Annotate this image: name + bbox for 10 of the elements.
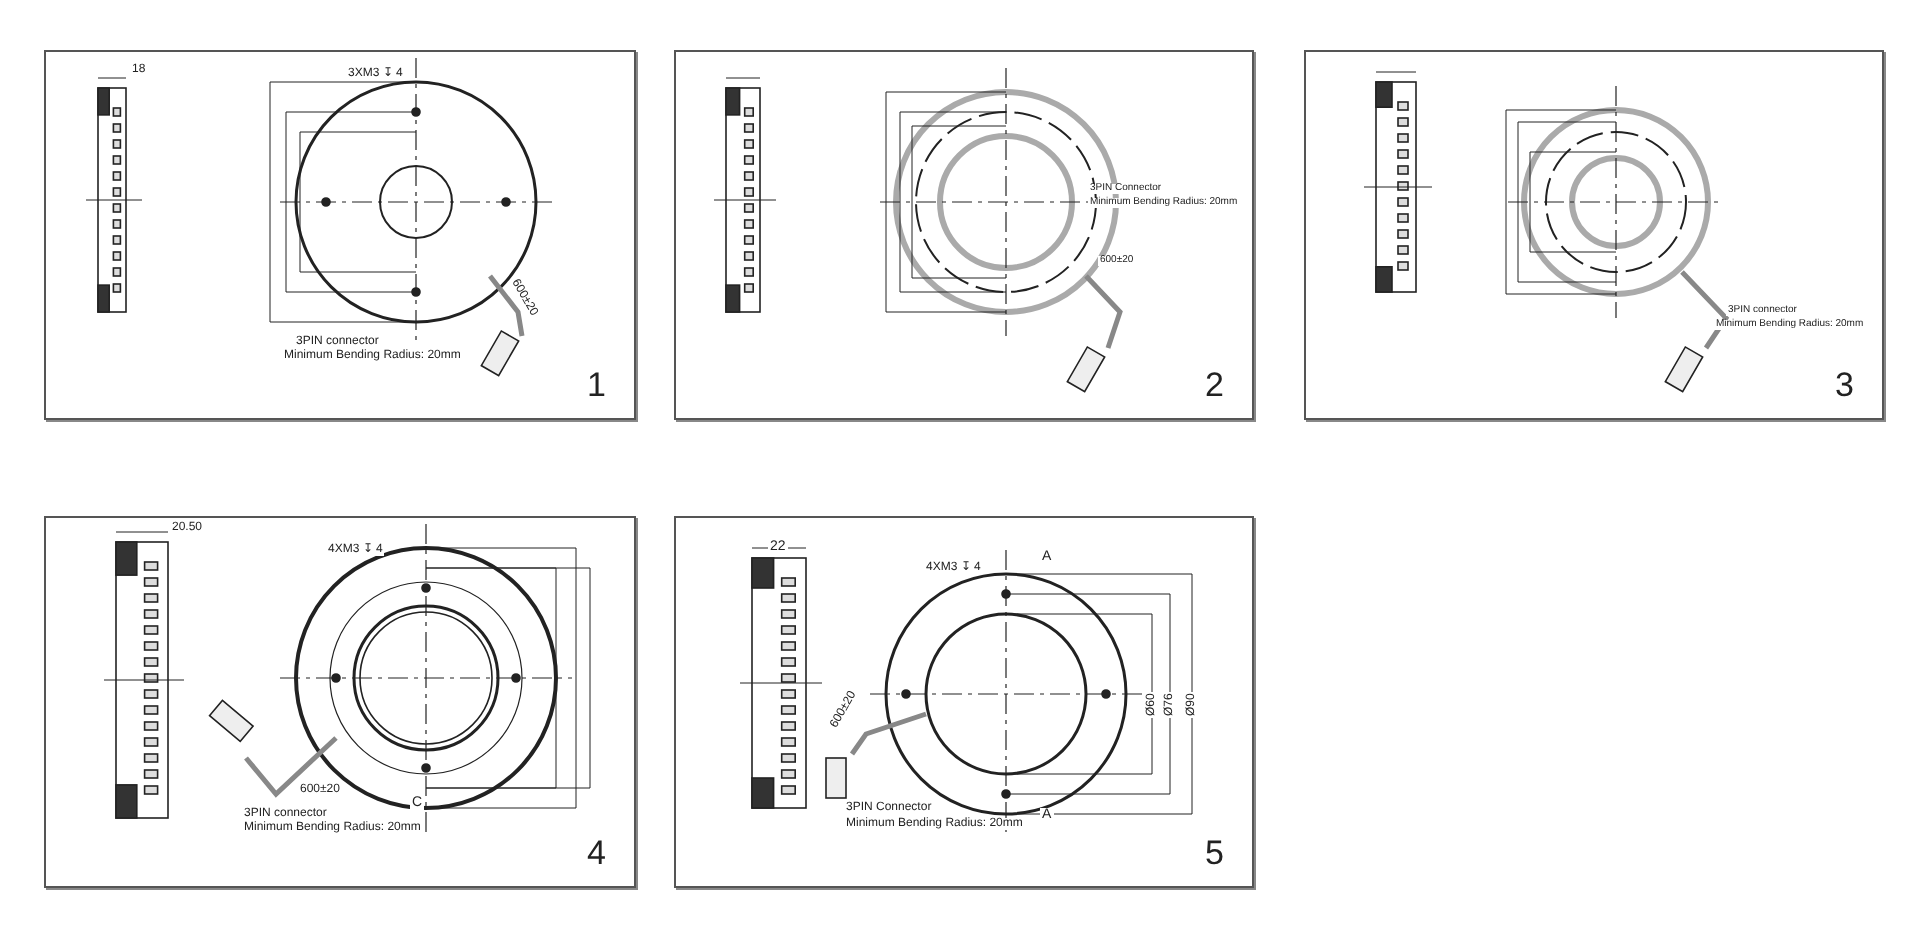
panel-number: 1 <box>587 368 606 402</box>
drawing-panel <box>674 516 1254 888</box>
panel-number: 5 <box>1205 836 1224 870</box>
panel-number: 4 <box>587 836 606 870</box>
drawing-panel <box>674 50 1254 420</box>
panel-number: 3 <box>1835 368 1854 402</box>
panel-number: 2 <box>1205 368 1224 402</box>
drawing-panel <box>44 516 636 888</box>
drawing-panel <box>1304 50 1884 420</box>
drawing-panel <box>44 50 636 420</box>
